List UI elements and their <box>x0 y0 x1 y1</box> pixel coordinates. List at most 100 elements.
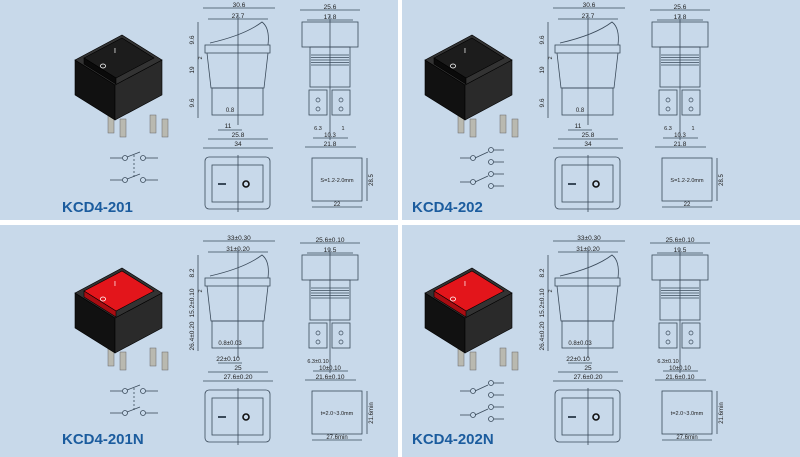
drawing: I30.627.79.6199.620.81125.83425.617.86.3… <box>424 2 725 212</box>
rocker-profile <box>209 21 269 46</box>
dimension-label: 19 <box>539 66 546 74</box>
switch-blade <box>474 175 489 183</box>
dimension-label: 10±0.10 <box>669 366 691 372</box>
dimension-label: 26.4±0.20 <box>539 321 546 350</box>
terminal-hole <box>688 339 694 345</box>
dimension-label: 25.6±0.10 <box>316 237 345 244</box>
terminal-pin <box>469 118 477 138</box>
on-symbol <box>592 180 600 188</box>
housing-outline <box>556 285 619 322</box>
dimension-label: 8.2 <box>539 268 546 277</box>
dimension-label: 10.3 <box>324 133 336 139</box>
contact-terminal <box>122 388 128 394</box>
rocker-mark-off <box>100 63 106 69</box>
terminal-block <box>211 87 264 116</box>
dimension-label: 9.6 <box>189 35 196 44</box>
top-view-rocker <box>561 164 614 203</box>
housing-outline <box>206 285 269 322</box>
panel-cutout <box>311 390 363 435</box>
dimension-label: 34 <box>584 141 592 148</box>
housing-outline <box>556 52 619 89</box>
dimension-label: 25 <box>584 365 592 372</box>
contact-terminal <box>122 410 128 416</box>
terminal-block <box>211 320 264 349</box>
rocker-edge <box>83 57 117 85</box>
dimension-label: 25.8 <box>232 132 245 139</box>
dimension-label: 6.3±0.10 <box>657 359 678 365</box>
top-view-rocker <box>561 397 614 436</box>
switch-blade <box>474 151 489 159</box>
terminal-pin <box>119 351 127 371</box>
dimension-label: 22 <box>684 202 691 208</box>
switch-blade <box>126 151 141 158</box>
dimension-label: 21.6min <box>719 402 725 423</box>
contact-terminal <box>140 410 146 416</box>
on-symbol <box>242 413 250 421</box>
dimension-label: 1 <box>341 126 344 132</box>
dimension-label: 28.5 <box>369 174 375 186</box>
terminal-pin <box>149 114 157 134</box>
contact-terminal <box>470 412 476 418</box>
dimension-label: 6.3 <box>314 126 322 132</box>
bezel-outline <box>204 44 271 54</box>
dimension-label: 0.8 <box>576 108 585 114</box>
contact-terminal <box>488 171 494 177</box>
side-terminal <box>308 322 328 349</box>
side-terminal <box>658 322 678 349</box>
dimension-label: 27.6±0.20 <box>224 374 253 381</box>
dimension-label: 10.3 <box>674 133 686 139</box>
dimension-label: t=2.0~3.0mm <box>671 411 704 417</box>
switch-blade <box>126 406 141 413</box>
terminal-block <box>561 87 614 116</box>
rocker-mark-on: I <box>114 281 116 288</box>
dimension-label: 11 <box>225 123 232 130</box>
contact-terminal <box>140 388 146 394</box>
contact-terminal <box>470 155 476 161</box>
housing-outline <box>206 52 269 89</box>
model-title: KCD4-201N <box>62 431 144 448</box>
model-title: KCD4-202 <box>412 199 483 216</box>
panel-cutout <box>311 157 363 202</box>
dimension-label: S=1.2-2.0mm <box>670 178 704 184</box>
side-terminal <box>331 89 351 116</box>
dimension-label: 0.8 <box>226 108 235 114</box>
contact-terminal <box>488 404 494 410</box>
terminal-pin <box>499 114 507 134</box>
rocker-edge <box>83 290 117 318</box>
bezel-outline <box>554 44 621 54</box>
dimension-label: 27.6min <box>326 435 347 441</box>
dimension-label: 10±0.10 <box>319 366 341 372</box>
terminal-hole <box>688 97 694 103</box>
dimension-label: 2 <box>198 56 204 59</box>
bezel-outline <box>554 277 621 287</box>
terminal-pin <box>511 351 519 371</box>
terminal-pin <box>499 347 507 367</box>
dimension-label: 11 <box>575 123 582 130</box>
dimension-label: 30.6 <box>233 2 246 9</box>
contact-terminal <box>488 183 494 189</box>
contact-terminal <box>488 159 494 165</box>
terminal-hole <box>665 330 671 336</box>
dimension-label: 33±0.30 <box>227 235 251 242</box>
dimension-label: 21.6±0.10 <box>666 374 695 381</box>
dimension-label: 0.8±0.03 <box>218 341 242 347</box>
dimension-label: 2 <box>548 289 554 292</box>
side-terminal <box>308 89 328 116</box>
panel-cutout <box>661 390 713 435</box>
dimension-label: 6.3±0.10 <box>307 359 328 365</box>
rocker-mark-off <box>100 296 106 302</box>
side-terminal <box>681 322 701 349</box>
dimension-label: 26.4±0.20 <box>189 321 196 350</box>
terminal-pin <box>469 351 477 371</box>
dimension-label: t=2.0~3.0mm <box>321 411 354 417</box>
terminal-hole <box>338 106 344 112</box>
top-view-rocker <box>211 397 264 436</box>
model-title: KCD4-201 <box>62 199 133 216</box>
terminal-hole <box>665 97 671 103</box>
terminal-hole <box>315 97 321 103</box>
terminal-hole <box>665 106 671 112</box>
dimension-label: 25.6±0.10 <box>666 237 695 244</box>
dimension-label: 21.6±0.10 <box>316 374 345 381</box>
terminal-pin <box>149 347 157 367</box>
